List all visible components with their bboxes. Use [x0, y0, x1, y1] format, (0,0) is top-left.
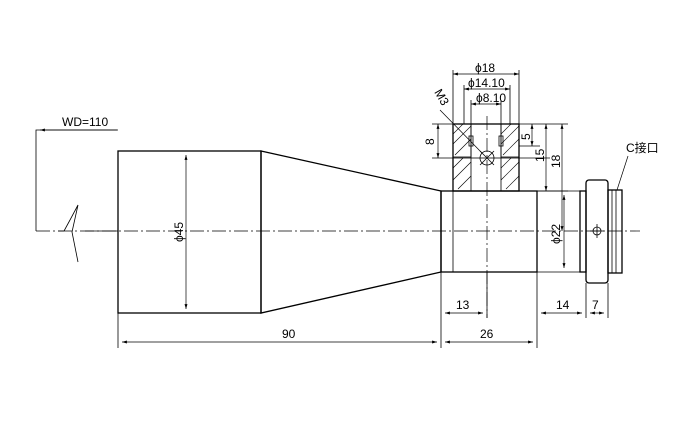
c-mount-label: C接口 — [626, 140, 659, 155]
c-mount-flange — [579, 155, 629, 284]
working-distance-marker — [35, 128, 118, 263]
length-26-label: 26 — [480, 327, 494, 341]
side-port-block — [439, 109, 520, 192]
diameter-14-10-label: ϕ14.10 — [468, 76, 505, 90]
bottom-dimensions — [117, 272, 609, 348]
front-barrel — [117, 150, 262, 314]
height-5-label: 5 — [519, 133, 533, 140]
height-8-label: 8 — [423, 138, 437, 145]
rear-diameter-label: ϕ22 — [549, 224, 563, 244]
diameter-8-10-label: ϕ8.10 — [476, 91, 506, 105]
rear-housing — [440, 190, 538, 273]
port-diameter-dimensions — [452, 70, 520, 124]
length-90-label: 90 — [282, 327, 296, 341]
height-18-label: 18 — [549, 154, 563, 168]
height-8-dimension — [432, 123, 453, 159]
diameter-18-label: ϕ18 — [475, 61, 495, 75]
working-distance-label: WD=110 — [62, 115, 108, 129]
front-diameter-label: ϕ45 — [172, 222, 186, 242]
length-13-label: 13 — [456, 298, 470, 312]
tapered-section — [260, 150, 442, 314]
thread-m3-label: M3 — [431, 87, 452, 109]
length-14-label: 14 — [556, 298, 570, 312]
height-15-label: 15 — [533, 148, 547, 162]
length-7-label: 7 — [592, 298, 599, 312]
